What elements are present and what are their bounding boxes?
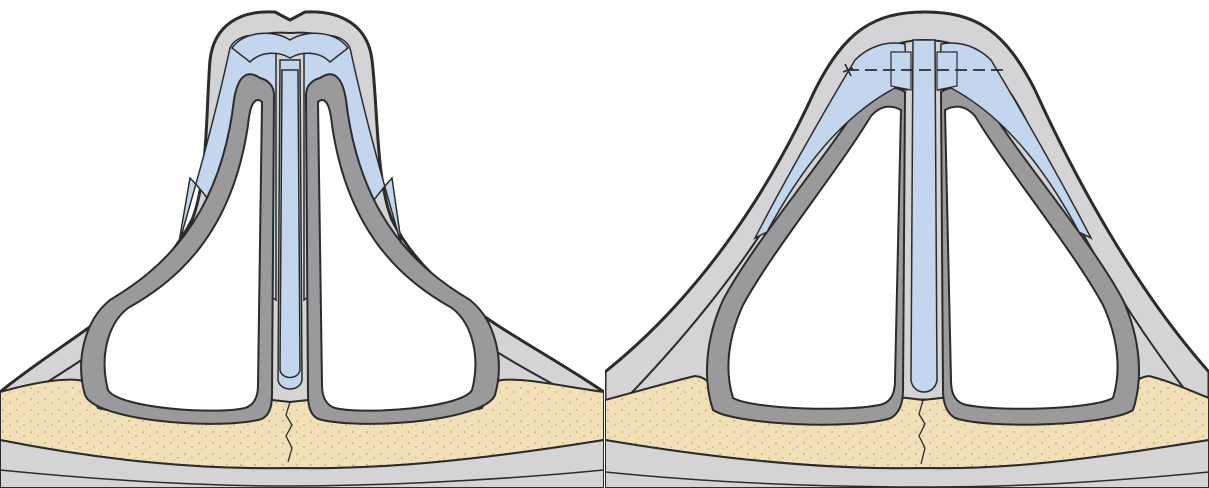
left-panel xyxy=(0,0,604,488)
dome-graft-right xyxy=(937,52,957,90)
right-nose-cross-section-diagram xyxy=(605,0,1209,488)
right-panel xyxy=(605,0,1209,488)
septum-strip xyxy=(911,40,937,392)
dome-graft-left xyxy=(891,52,911,90)
left-nose-cross-section-diagram xyxy=(0,0,604,488)
septum-strip xyxy=(280,70,300,378)
